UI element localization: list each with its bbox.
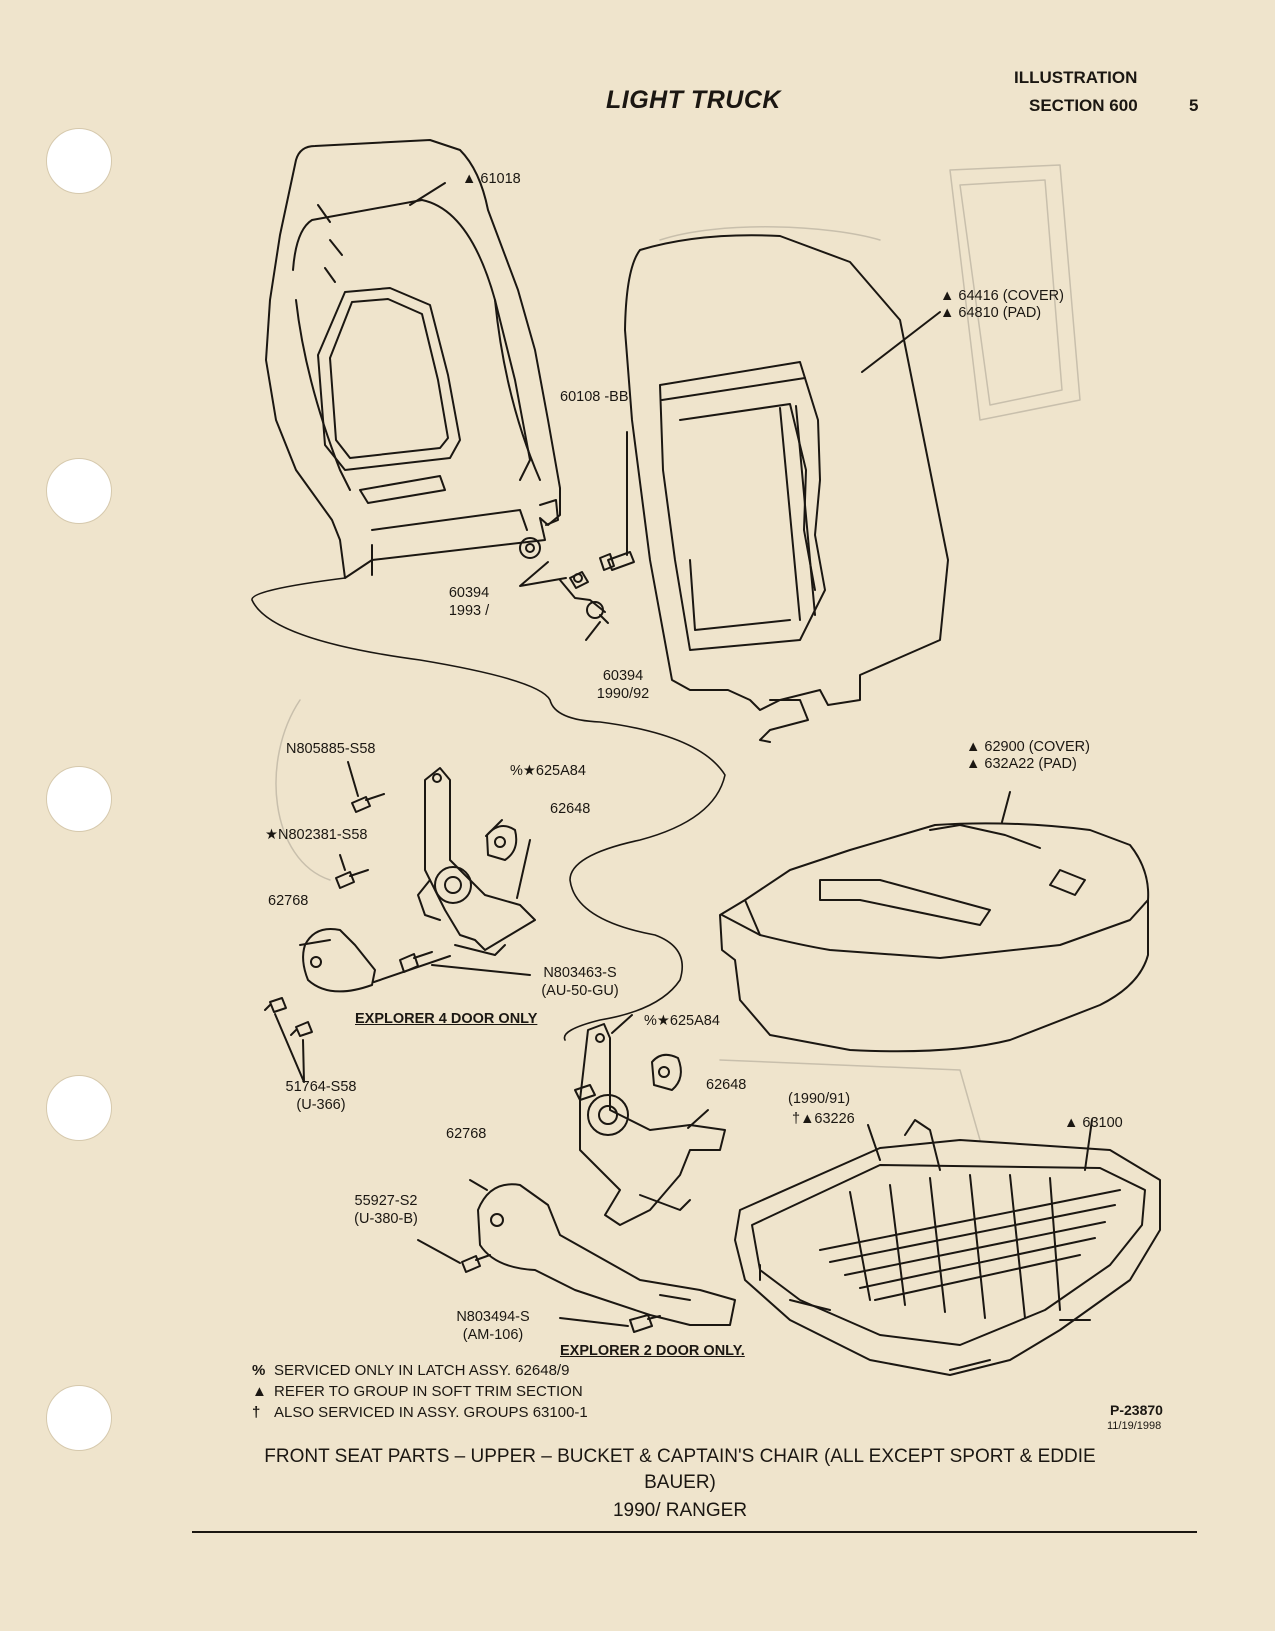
label-n803463-part: N803463-S (543, 965, 617, 981)
legend-text: SERVICED ONLY IN LATCH ASSY. 62648/9 (274, 1362, 570, 1379)
label-60394-a-year: 1993 / (448, 603, 490, 620)
label-explorer-2-door: EXPLORER 2 DOOR ONLY. (560, 1343, 745, 1359)
label-60394-1990-92: 60394 1990/92 (590, 667, 656, 703)
pivot-cover-lower (417, 1179, 736, 1333)
label-1990-91: (1990/91) (788, 1091, 851, 1107)
caption-line-1: FRONT SEAT PARTS – UPPER – BUCKET & CAPT… (264, 1446, 1096, 1467)
pivot-cover-upper (264, 928, 531, 1083)
binder-hole-5 (46, 1385, 112, 1451)
legend-text: ALSO SERVICED IN ASSY. GROUPS 63100-1 (274, 1404, 588, 1421)
label-n803494-code: (AM-106) (462, 1327, 524, 1344)
label-60394-a: 60394 (448, 585, 490, 601)
label-63100: ▲ 63100 (1064, 1115, 1123, 1131)
legend-symbol: % (252, 1362, 266, 1379)
label-632a22-pad: ▲ 632A22 (PAD) (966, 756, 1077, 772)
label-60108-bb: 60108 -BB (560, 389, 629, 405)
page-number: 5 (1189, 96, 1199, 115)
legend-item-latch: % SERVICED ONLY IN LATCH ASSY. 62648/9 (252, 1362, 569, 1379)
section-label: SECTION 600 (1029, 96, 1138, 115)
label-n803463-code: (AU-50-GU) (541, 983, 619, 1000)
recliner-upper (335, 761, 536, 956)
bleed-through-ghost (275, 164, 1081, 1141)
label-n803494: N803494-S (AM-106) (448, 1308, 538, 1344)
label-55927-part: 55927-S2 (354, 1193, 418, 1209)
legend-item-assy: † ALSO SERVICED IN ASSY. GROUPS 63100-1 (252, 1404, 588, 1421)
label-51764: 51764-S58 (U-366) (276, 1078, 366, 1114)
fastener-cluster (519, 431, 635, 641)
binder-hole-2 (46, 458, 112, 524)
illustration-label: ILLUSTRATION (1014, 68, 1138, 87)
label-60394-b-year: 1990/92 (596, 686, 650, 703)
page-title: LIGHT TRUCK (606, 86, 781, 114)
seat-back-frame (265, 139, 561, 579)
label-n803494-part: N803494-S (456, 1309, 530, 1325)
seat-back-cover (624, 234, 949, 743)
figure-date: 11/19/1998 (1107, 1420, 1162, 1432)
label-64810-pad: ▲ 64810 (PAD) (940, 305, 1042, 321)
label-60394-b: 60394 (602, 668, 644, 684)
label-55927-code: (U-380-B) (354, 1211, 418, 1228)
label-62768-top: 62768 (268, 893, 309, 909)
label-n802381: ★N802381-S58 (265, 827, 368, 843)
label-625a84-top: %★625A84 (510, 763, 586, 779)
binder-hole-4 (46, 1075, 112, 1141)
bottom-rule (192, 1531, 1197, 1533)
seat-spring-frame (734, 1119, 1161, 1376)
label-64416-cover: ▲ 64416 (COVER) (940, 288, 1064, 304)
legend-symbol: † (252, 1404, 261, 1421)
legend-text: REFER TO GROUP IN SOFT TRIM SECTION (274, 1383, 583, 1400)
binder-hole-3 (46, 766, 112, 832)
label-62648-bottom: 62648 (706, 1077, 747, 1093)
label-explorer-4-door: EXPLORER 4 DOOR ONLY (355, 1011, 538, 1027)
label-62900-cover: ▲ 62900 (COVER) (966, 739, 1090, 755)
label-n803463: N803463-S (AU-50-GU) (530, 964, 630, 1000)
label-62768-bottom: 62768 (446, 1126, 487, 1142)
caption-line-2: BAUER) (644, 1472, 716, 1493)
label-n805885: N805885-S58 (286, 741, 376, 757)
label-51764-part: 51764-S58 (285, 1079, 357, 1095)
figure-number: P-23870 (1110, 1402, 1163, 1418)
seat-cushion (719, 791, 1150, 1053)
label-61018: ▲ 61018 (462, 171, 521, 187)
legend-item-soft-trim: ▲ REFER TO GROUP IN SOFT TRIM SECTION (252, 1383, 583, 1400)
recliner-lower (574, 1014, 726, 1226)
label-625a84-bottom: %★625A84 (644, 1013, 720, 1029)
binder-hole-1 (46, 128, 112, 194)
caption-line-3: 1990/ RANGER (612, 1500, 748, 1521)
label-62648-top: 62648 (550, 801, 591, 817)
label-51764-code: (U-366) (296, 1097, 346, 1114)
routing-wire (251, 577, 726, 1041)
label-63226: †▲63226 (792, 1111, 855, 1127)
legend-symbol: ▲ (252, 1383, 267, 1400)
label-55927: 55927-S2 (U-380-B) (346, 1192, 426, 1228)
label-60394-1993: 60394 1993 / (443, 584, 495, 620)
